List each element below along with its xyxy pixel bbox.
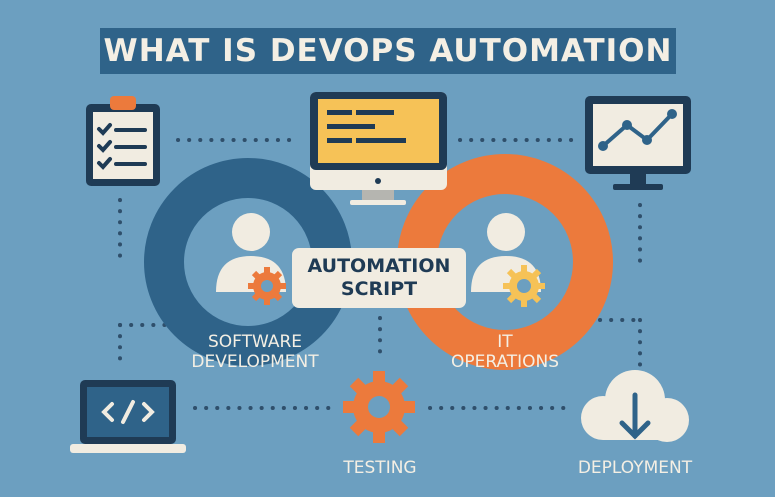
code-monitor-icon — [310, 92, 447, 205]
software-label-line-1: SOFTWARE — [207, 332, 303, 352]
center-line-1: AUTOMATION — [307, 255, 451, 277]
chart-monitor-icon — [585, 96, 691, 190]
software-person-gear-icon — [216, 213, 286, 305]
testing-label: TESTING — [343, 458, 417, 478]
clipboard-checklist-icon — [86, 96, 160, 186]
testing-gear-icon — [343, 371, 415, 443]
operations-person-gear-icon — [471, 213, 545, 307]
cloud-download-icon — [581, 370, 689, 442]
automation-script-box: AUTOMATION SCRIPT — [292, 248, 466, 308]
center-line-2: SCRIPT — [340, 278, 418, 300]
dotted-connectors — [118, 138, 642, 410]
deployment-label: DEPLOYMENT — [577, 458, 693, 478]
laptop-code-icon — [70, 380, 186, 453]
it-label-line-1: IT — [497, 332, 513, 352]
page-title: WHAT IS DEVOPS AUTOMATION — [100, 28, 676, 74]
it-operations-label: IT OPERATIONS — [430, 332, 580, 372]
software-development-label: SOFTWARE DEVELOPMENT — [180, 332, 330, 372]
it-label-line-2: OPERATIONS — [450, 352, 560, 372]
software-label-line-2: DEVELOPMENT — [191, 352, 319, 372]
